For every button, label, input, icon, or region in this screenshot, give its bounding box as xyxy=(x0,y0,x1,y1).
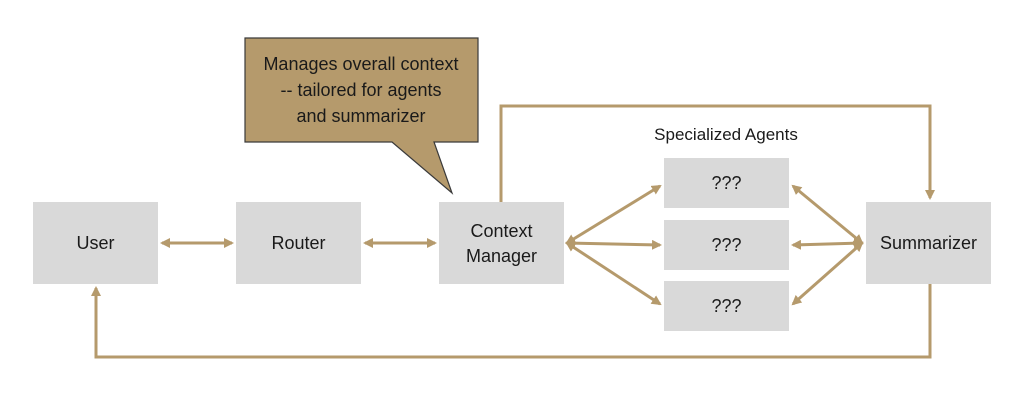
arrow-agent-3-summarizer xyxy=(791,241,864,306)
agent-box-3 xyxy=(664,281,789,331)
callout-line-2: -- tailored for agents xyxy=(280,80,441,100)
context-manager-label-line-1: Context xyxy=(470,221,532,241)
user-box xyxy=(33,202,158,284)
agent-label-3: ??? xyxy=(711,296,741,316)
callout-bubble xyxy=(244,37,479,195)
context-manager-box xyxy=(439,202,564,284)
group-label: Specialized Agents xyxy=(654,125,798,144)
callout-line-3: and summarizer xyxy=(296,106,425,126)
arrow-context-agent-2 xyxy=(565,238,662,250)
agent-label-2: ??? xyxy=(711,235,741,255)
agent-box-2 xyxy=(664,220,789,270)
arrow-agent-1-summarizer xyxy=(791,184,864,245)
router-box xyxy=(236,202,361,284)
callout-line-1: Manages overall context xyxy=(263,54,458,74)
arrow-context-agent-1 xyxy=(565,184,662,245)
arrow-context-agent-3 xyxy=(565,241,662,306)
arrow-agent-2-summarizer xyxy=(791,238,864,250)
summarizer-box xyxy=(866,202,991,284)
agent-label-1: ??? xyxy=(711,173,741,193)
agent-box-1 xyxy=(664,158,789,208)
arrow-summarizer-to-user-bottom xyxy=(91,284,932,359)
router-label: Router xyxy=(271,233,325,253)
context-manager-label-line-2: Manager xyxy=(466,246,537,266)
arrow-context-to-summarizer-top xyxy=(499,104,935,202)
summarizer-label: Summarizer xyxy=(880,233,977,253)
user-label: User xyxy=(76,233,114,253)
